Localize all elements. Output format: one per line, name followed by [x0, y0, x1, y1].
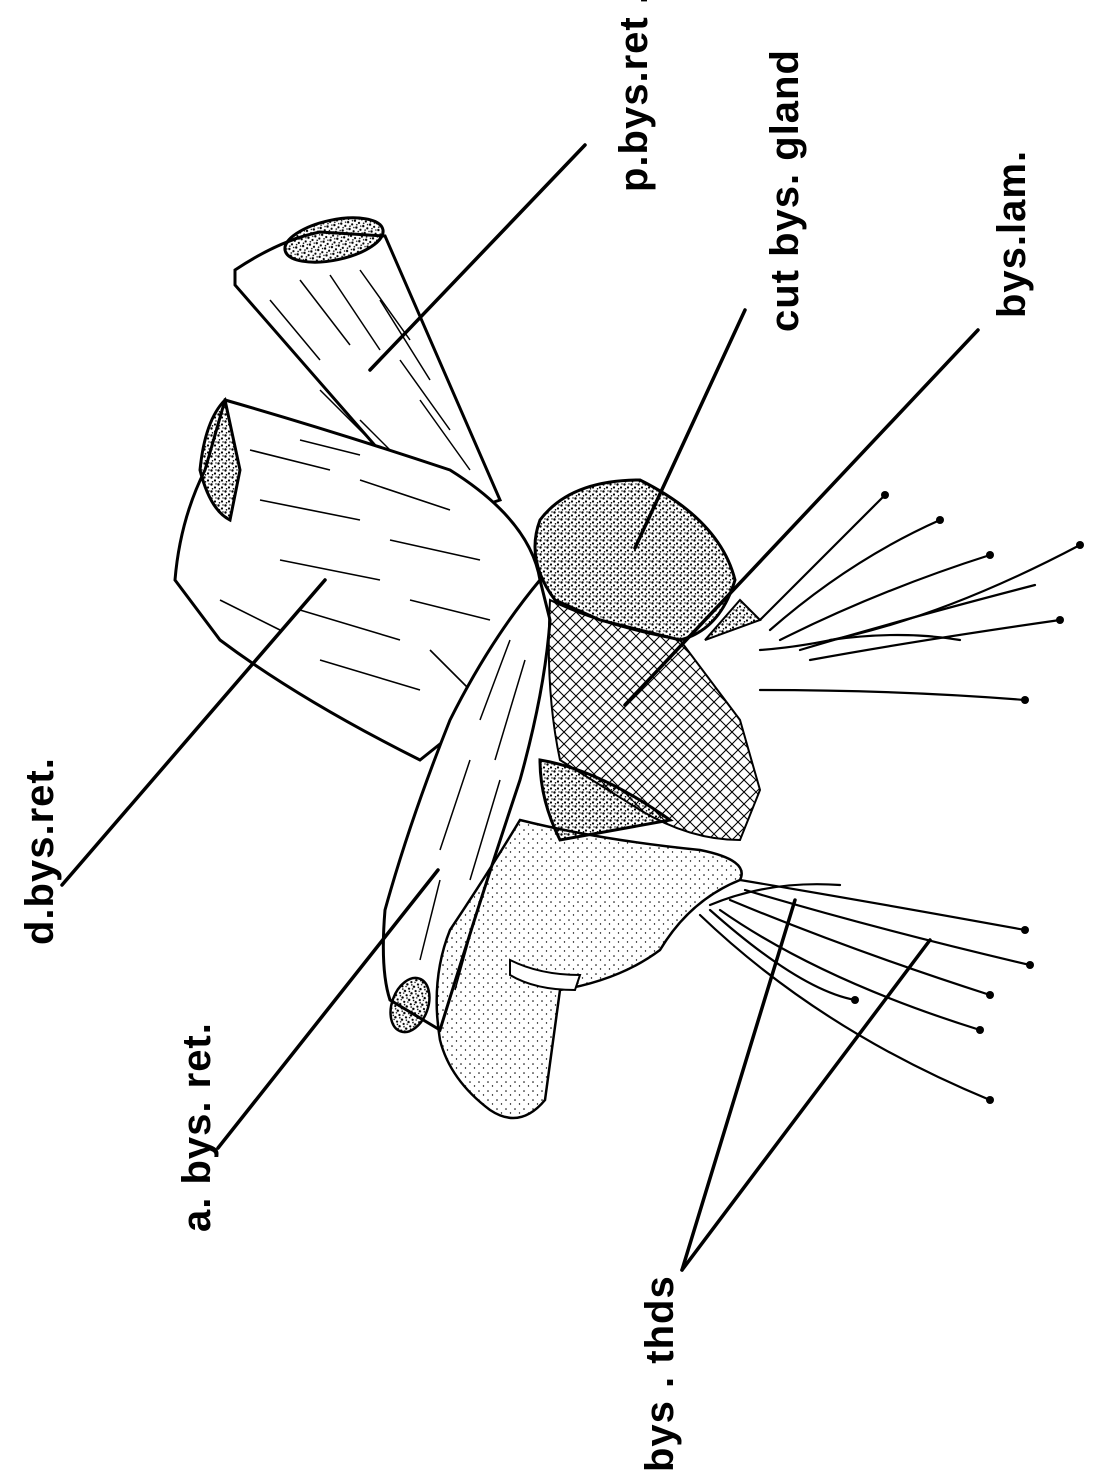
leader-d-bys-ret: [62, 580, 325, 885]
leader-bys-thds-2: [682, 940, 930, 1270]
leader-bys-thds-1: [682, 900, 795, 1270]
label-a-bys-ret: a. bys. ret.: [175, 1022, 220, 1232]
leader-p-bys-ret: [370, 145, 585, 370]
byssal-threads-upper: [760, 495, 1080, 700]
thread-ends: [851, 491, 1084, 1104]
label-p-bys-ret: p.bys.ret .: [612, 0, 657, 192]
label-d-bys-ret: d.bys.ret.: [18, 757, 63, 945]
label-bys-lam: bys.lam.: [990, 150, 1035, 318]
label-cut-bys-gland: cut bys. gland: [763, 49, 808, 332]
byssal-threads-lower: [700, 880, 1030, 1100]
label-bys-thds: bys . thds: [638, 1275, 683, 1472]
